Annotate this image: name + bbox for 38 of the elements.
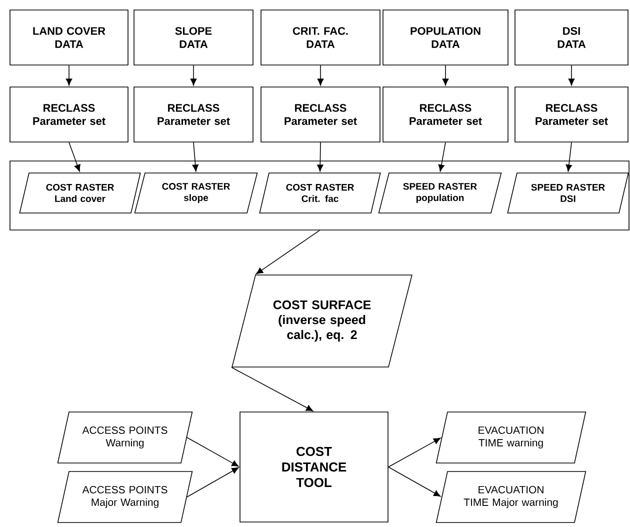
process-box: CRIT. FAC. DATA: [260, 10, 380, 66]
arrow: [438, 142, 446, 172]
arrow: [186, 467, 239, 498]
process-box: LAND COVER DATA: [10, 10, 128, 66]
data-parallelogram: COST RASTER slope: [134, 172, 258, 214]
process-box: RECLASS Parameter set: [260, 86, 380, 142]
arrow: [190, 65, 197, 86]
data-parallelogram: ACCESS POINTS Major Warning: [57, 471, 193, 523]
group-frame: [10, 160, 630, 230]
process-box: DSI DATA: [514, 10, 628, 66]
arrow: [388, 438, 441, 468]
arrow: [566, 142, 572, 172]
data-parallelogram: SPEED RASTER DSI: [507, 172, 629, 214]
process-box: RECLASS Parameter set: [382, 86, 508, 142]
arrow: [256, 230, 320, 274]
process-box: RECLASS Parameter set: [514, 86, 628, 142]
arrow: [442, 65, 449, 86]
data-parallelogram: COST SURFACE (inverse speed calc.), eq. 2: [232, 274, 412, 368]
data-parallelogram: COST RASTER Land cover: [19, 172, 141, 214]
process-box: POPULATION DATA: [382, 10, 508, 66]
arrow: [231, 367, 314, 412]
data-parallelogram: EVACUATION TIME warning: [436, 412, 586, 464]
arrow: [68, 142, 80, 172]
process-box: SLOPE DATA: [134, 10, 254, 66]
arrow: [317, 142, 324, 172]
data-parallelogram: EVACUATION TIME Major warning: [436, 471, 586, 523]
arrow: [317, 65, 324, 86]
process-box: RECLASS Parameter set: [134, 86, 254, 142]
arrow: [388, 466, 441, 497]
process-box: RECLASS Parameter set: [10, 86, 128, 142]
arrow: [192, 142, 199, 172]
data-parallelogram: ACCESS POINTS Warning: [57, 412, 193, 464]
data-parallelogram: COST RASTER Crit. fac: [259, 172, 381, 214]
data-parallelogram: SPEED RASTER population: [378, 172, 502, 214]
arrow: [66, 65, 72, 86]
arrow: [568, 65, 575, 86]
process-box: COST DISTANCE TOOL: [240, 412, 388, 522]
arrow: [186, 437, 239, 467]
